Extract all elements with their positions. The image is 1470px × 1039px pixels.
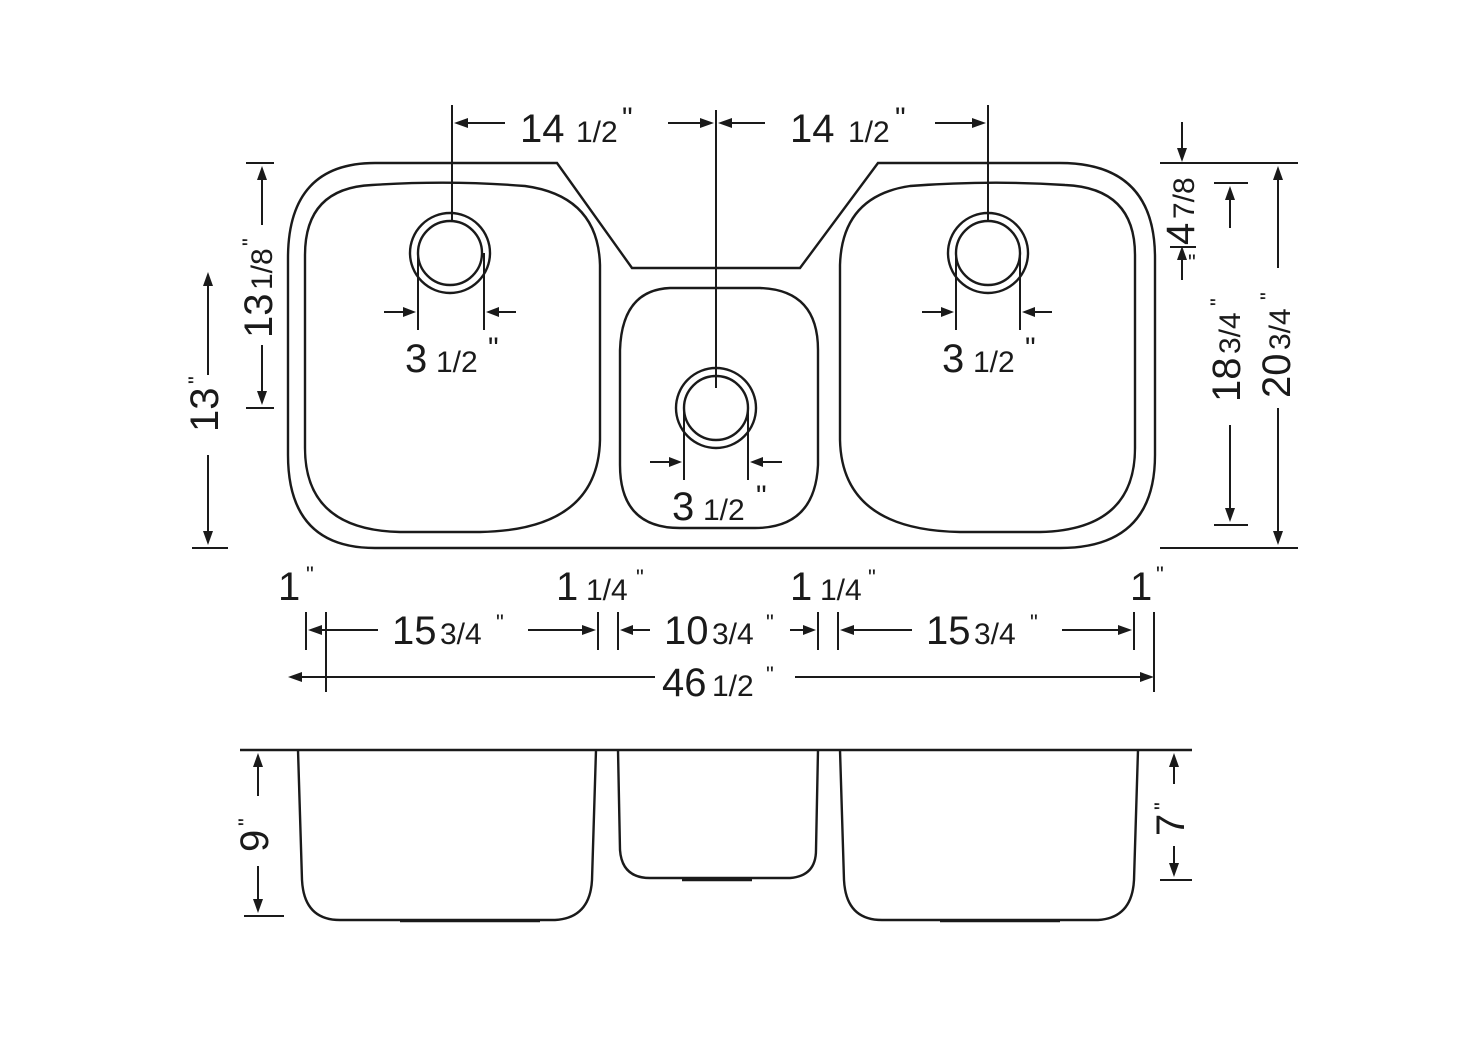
spacing-right-whole: 14 [790,107,835,151]
overall-width-unit: " [766,662,774,687]
drain-diameter-dimensions: 3 1/2 " 3 1/2 " 3 1/2 " [384,253,1052,529]
edge-right-whole: 1 [1130,565,1152,609]
height-notch-whole: 4 [1159,223,1203,245]
drain-right-unit: " [1025,332,1036,365]
drain-spacing-dimensions: 14 1/2 " 14 1/2 " [451,102,989,388]
side-right-bowl [838,749,1140,922]
drain-left-unit: " [488,332,499,365]
spacing-right-unit: " [895,102,906,135]
overall-width-frac: 1/2 [712,670,754,703]
right-drain [946,211,1030,295]
drain-center-unit: " [756,480,767,513]
side-left-bowl [296,749,598,922]
height-bowl-left-whole: 13 [237,294,281,339]
height-bowl-left-unit: " [238,238,263,246]
divider-left-frac: 1/4 [586,574,628,607]
spacing-left-frac: 1/2 [576,116,618,149]
divider-right-frac: 1/4 [820,574,862,607]
edge-right-unit: " [1156,562,1164,587]
bowl-right-frac: 3/4 [974,618,1016,651]
bowl-left-frac: 3/4 [440,618,482,651]
edge-left-unit: " [306,562,314,587]
height-bowl-right-unit: " [1206,298,1231,306]
height-notch-unit: " [1188,250,1196,275]
drain-left-frac: 1/2 [436,346,478,379]
divider-right-unit: " [868,565,876,590]
bowl-left-whole: 15 [392,609,437,653]
depth-small-whole: 7 [1149,814,1193,836]
sink-outer-outline [286,161,1157,550]
right-bowl-outline [838,181,1137,534]
left-bowl-outline [303,181,602,534]
drain-left-whole: 3 [405,337,427,381]
height-bowl-right-whole: 18 [1205,358,1249,403]
drain-right-frac: 1/2 [973,346,1015,379]
divider-left-unit: " [636,565,644,590]
bowl-left-unit: " [496,610,504,635]
bowl-center-whole: 10 [664,609,709,653]
edge-left-whole: 1 [278,565,300,609]
left-height-dimensions: 13 1/8 " 13 " [183,162,281,549]
drain-right-whole: 3 [942,337,964,381]
center-bowl-outline [618,286,820,530]
bowl-right-unit: " [1030,610,1038,635]
bowl-right-whole: 15 [926,609,971,653]
height-notch-frac: 7/8 [1168,177,1201,219]
height-overall-whole: 20 [1255,354,1299,399]
spacing-left-whole: 14 [520,107,565,151]
height-overall-unit: " [1256,292,1281,300]
depth-main-whole: 9 [233,830,277,852]
height-overall-left-unit: " [184,376,209,384]
bowl-center-frac: 3/4 [712,618,754,651]
height-overall-frac: 3/4 [1264,308,1297,350]
divider-left-whole: 1 [556,565,578,609]
height-bowl-left-frac: 1/8 [246,248,279,290]
divider-right-whole: 1 [790,565,812,609]
right-height-dimensions: 4 7/8 " 18 3/4 " 20 3/4 " [1159,122,1299,549]
drain-center-whole: 3 [672,485,694,529]
bowl-center-unit: " [766,610,774,635]
side-center-bowl [616,749,820,880]
spacing-right-frac: 1/2 [848,116,890,149]
left-drain [408,211,492,295]
overall-width-whole: 46 [662,661,707,705]
depth-main-unit: " [234,818,259,826]
height-bowl-right-frac: 3/4 [1214,312,1247,354]
height-overall-left-whole: 13 [183,388,227,433]
drain-center-frac: 1/2 [703,494,745,527]
sink-side-view [240,748,1192,923]
spacing-left-unit: " [622,102,633,135]
depth-small-unit: " [1150,802,1175,810]
width-dimensions: 1 " 15 3/4 " 1 1/4 " 10 3/4 " 1 1/4 " 15… [278,562,1164,705]
depth-dimensions: 9 " 7 " [233,753,1193,917]
